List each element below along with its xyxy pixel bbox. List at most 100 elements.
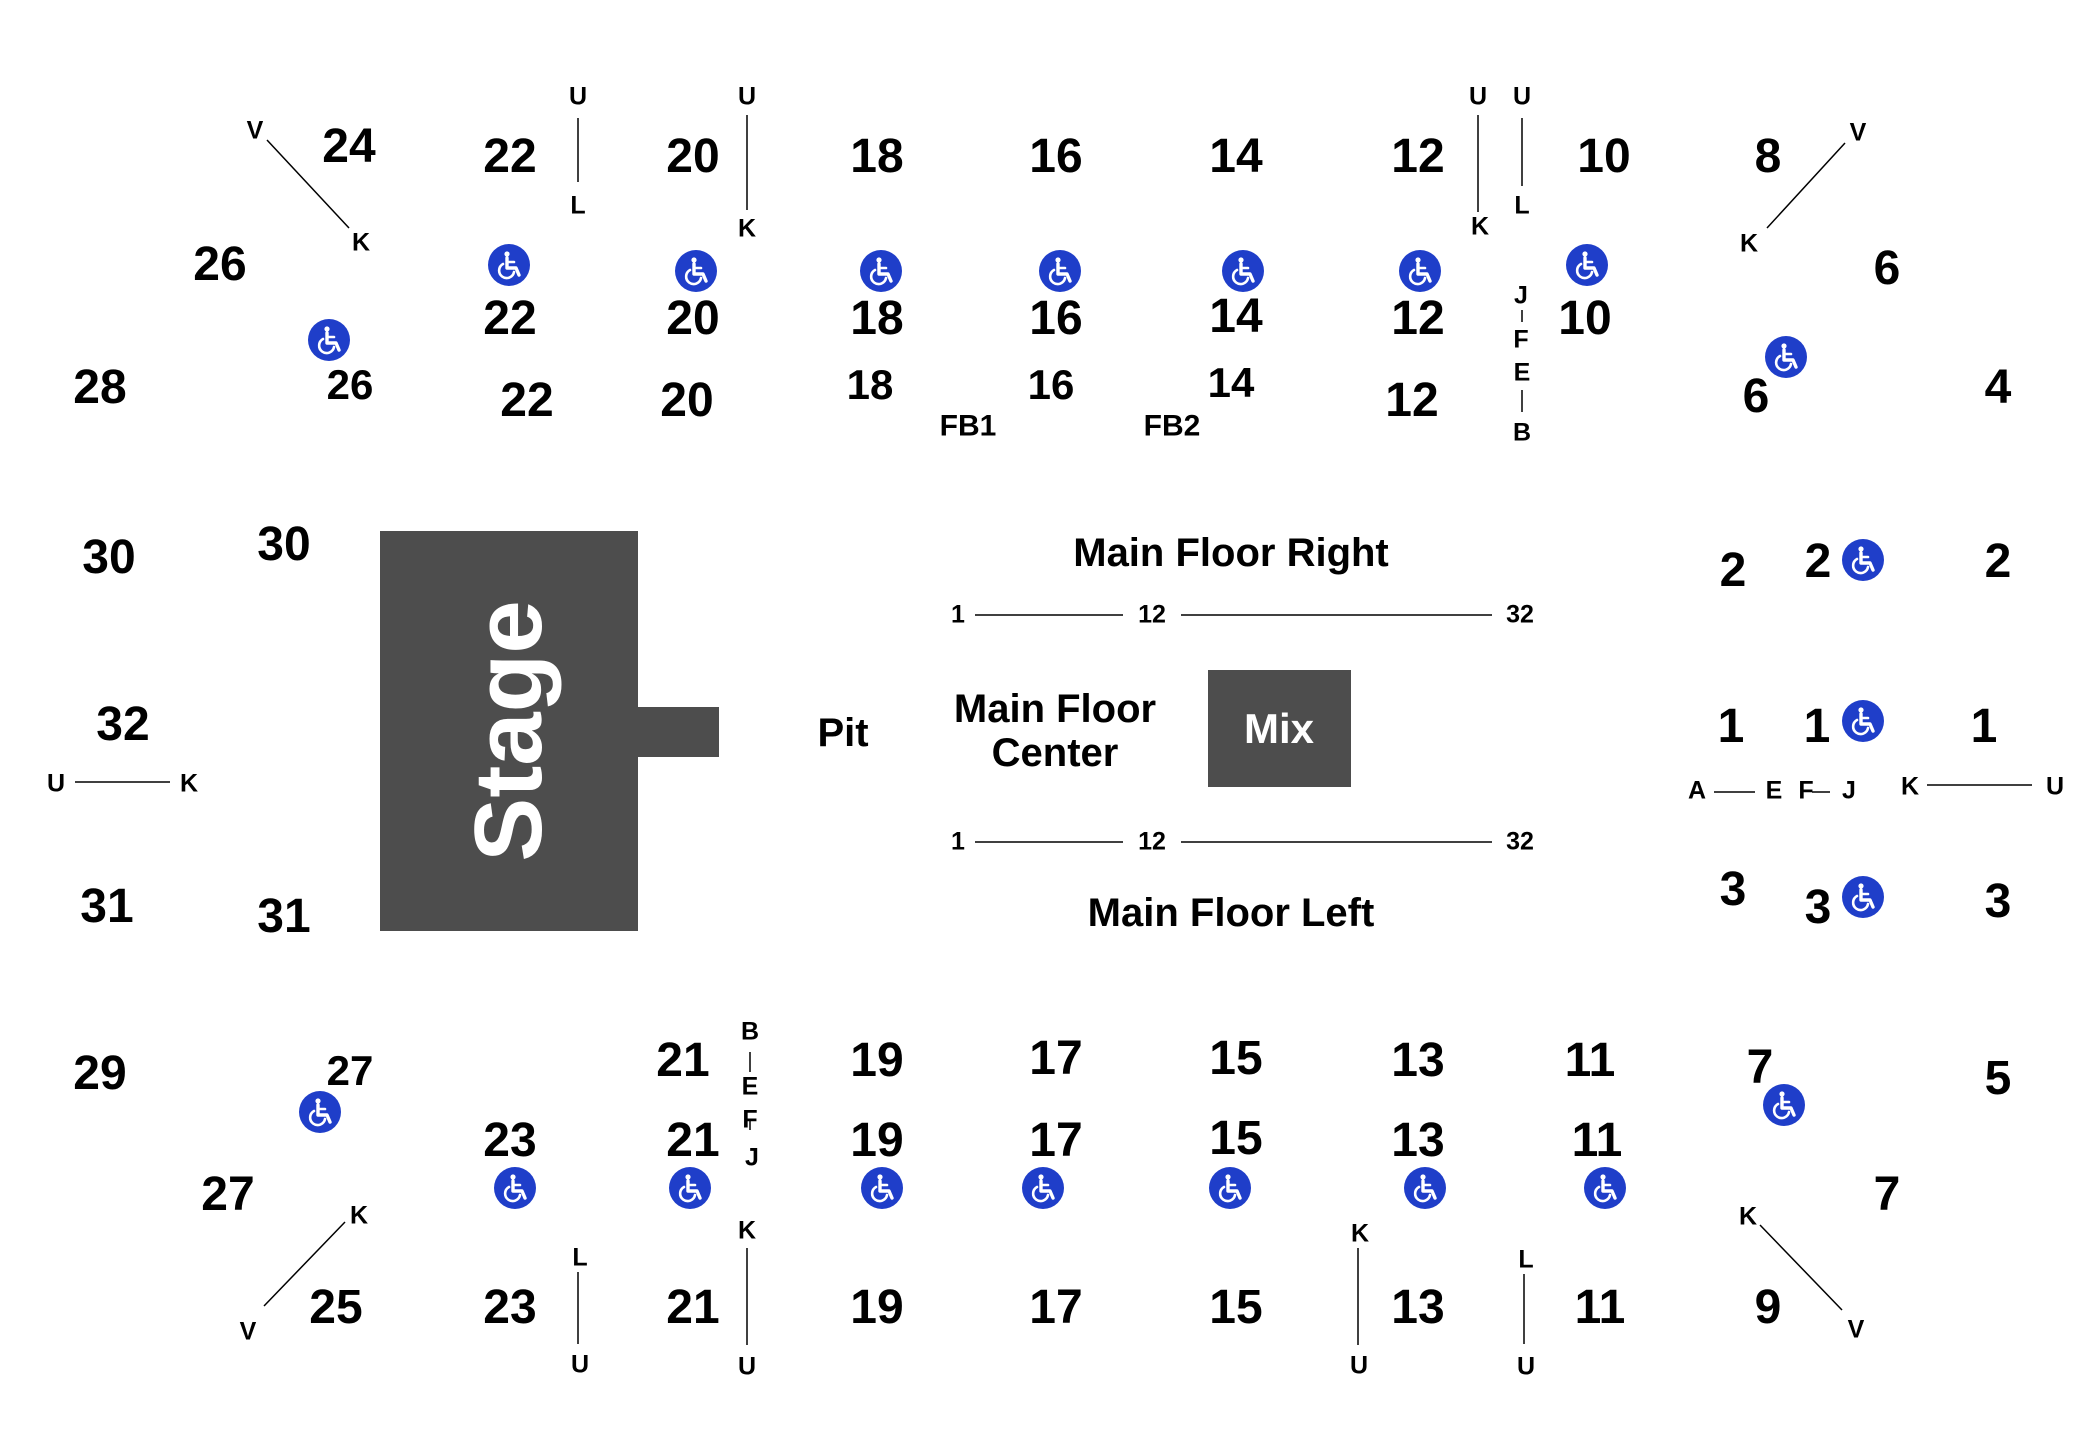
section-16[interactable]: 16 <box>1029 130 1083 183</box>
row-marker: J <box>1514 281 1528 310</box>
section-27[interactable]: 27 <box>201 1168 255 1221</box>
section-23[interactable]: 23 <box>483 1281 537 1334</box>
wheelchair-icon <box>308 319 350 361</box>
section-1[interactable]: 1 <box>1717 700 1745 753</box>
row-marker: K <box>737 214 757 243</box>
floor-right-seat-end: 32 <box>1506 600 1534 629</box>
section-26[interactable]: 26 <box>326 361 374 408</box>
section-18[interactable]: 18 <box>850 130 904 183</box>
stage-label: Stage <box>455 600 562 862</box>
section-20[interactable]: 20 <box>666 292 720 345</box>
section-28[interactable]: 28 <box>73 361 127 414</box>
section-2[interactable]: 2 <box>1984 535 2012 588</box>
wheelchair-icon <box>1584 1167 1626 1209</box>
section-13[interactable]: 13 <box>1391 1034 1445 1087</box>
section-4[interactable]: 4 <box>1984 361 2012 414</box>
section-25[interactable]: 25 <box>309 1281 363 1334</box>
section-8[interactable]: 8 <box>1754 130 1782 183</box>
wheelchair-icon <box>1022 1167 1064 1209</box>
section-14[interactable]: 14 <box>1209 290 1263 343</box>
wheelchair-icon <box>1566 244 1608 286</box>
field-box-1[interactable]: FB1 <box>939 409 997 443</box>
section-6[interactable]: 6 <box>1873 242 1901 295</box>
section-22[interactable]: 22 <box>483 292 537 345</box>
section-21[interactable]: 21 <box>666 1114 720 1167</box>
section-19[interactable]: 19 <box>850 1281 904 1334</box>
section-18[interactable]: 18 <box>846 361 894 408</box>
section-10[interactable]: 10 <box>1558 292 1612 345</box>
section-19[interactable]: 19 <box>850 1034 904 1087</box>
section-12[interactable]: 12 <box>1391 292 1445 345</box>
section-3[interactable]: 3 <box>1804 881 1832 934</box>
section-3[interactable]: 3 <box>1719 863 1747 916</box>
section-22[interactable]: 22 <box>500 374 554 427</box>
section-20[interactable]: 20 <box>660 374 714 427</box>
section-30[interactable]: 30 <box>257 518 311 571</box>
section-18[interactable]: 18 <box>850 292 904 345</box>
section-26[interactable]: 26 <box>193 238 247 291</box>
section-13[interactable]: 13 <box>1391 1281 1445 1334</box>
section-29[interactable]: 29 <box>73 1047 127 1100</box>
section-2[interactable]: 2 <box>1804 535 1832 588</box>
section-14[interactable]: 14 <box>1209 130 1263 183</box>
wheelchair-icon <box>1222 250 1264 292</box>
section-2[interactable]: 2 <box>1719 544 1747 597</box>
section-12[interactable]: 12 <box>1391 130 1445 183</box>
wheelchair-icon <box>1842 539 1884 581</box>
section-15[interactable]: 15 <box>1209 1032 1263 1085</box>
section-22[interactable]: 22 <box>483 130 537 183</box>
row-marker: J <box>1842 776 1856 805</box>
section-3[interactable]: 3 <box>1984 875 2012 928</box>
section-20[interactable]: 20 <box>666 130 720 183</box>
section-16[interactable]: 16 <box>1029 292 1083 345</box>
section-7[interactable]: 7 <box>1873 1168 1901 1221</box>
section-12[interactable]: 12 <box>1385 374 1439 427</box>
section-1[interactable]: 1 <box>1803 700 1831 753</box>
section-31[interactable]: 31 <box>80 880 134 933</box>
row-marker: K <box>1350 1219 1370 1248</box>
row-marker: U <box>1468 82 1488 111</box>
section-11[interactable]: 11 <box>1571 1114 1623 1167</box>
main-floor-center-label: Main Floor Center <box>953 687 1157 775</box>
row-marker: F <box>1513 325 1529 354</box>
section-32[interactable]: 32 <box>96 698 150 751</box>
floor-left-seat-mid: 12 <box>1138 827 1166 856</box>
floor-right-seat-mid: 12 <box>1138 600 1166 629</box>
section-1[interactable]: 1 <box>1970 700 1998 753</box>
wheelchair-icon <box>488 244 530 286</box>
section-15[interactable]: 15 <box>1209 1281 1263 1334</box>
section-7[interactable]: 7 <box>1746 1041 1774 1094</box>
section-17[interactable]: 17 <box>1029 1032 1083 1085</box>
section-27[interactable]: 27 <box>326 1047 374 1094</box>
section-21[interactable]: 21 <box>666 1281 720 1334</box>
wheelchair-icon <box>494 1167 536 1209</box>
field-box-2[interactable]: FB2 <box>1143 409 1201 443</box>
section-5[interactable]: 5 <box>1984 1052 2012 1105</box>
row-marker: U <box>737 1352 757 1381</box>
floor-left-seat-end: 32 <box>1506 827 1534 856</box>
section-17[interactable]: 17 <box>1029 1114 1083 1167</box>
row-marker: U <box>568 82 588 111</box>
section-11[interactable]: 11 <box>1574 1281 1626 1334</box>
section-30[interactable]: 30 <box>82 531 136 584</box>
wheelchair-icon <box>299 1091 341 1133</box>
section-16[interactable]: 16 <box>1027 361 1075 408</box>
section-11[interactable]: 11 <box>1564 1034 1616 1087</box>
section-13[interactable]: 13 <box>1391 1114 1445 1167</box>
section-21[interactable]: 21 <box>656 1034 710 1087</box>
row-marker: K <box>1739 229 1759 258</box>
section-9[interactable]: 9 <box>1754 1281 1782 1334</box>
section-24[interactable]: 24 <box>322 120 376 173</box>
row-marker: U <box>737 82 757 111</box>
row-marker: E <box>741 1072 759 1101</box>
row-marker: V <box>1847 1315 1865 1344</box>
section-10[interactable]: 10 <box>1577 130 1631 183</box>
wheelchair-icon <box>1842 700 1884 742</box>
section-6[interactable]: 6 <box>1742 370 1770 423</box>
section-14[interactable]: 14 <box>1207 359 1255 406</box>
section-19[interactable]: 19 <box>850 1114 904 1167</box>
section-15[interactable]: 15 <box>1209 1112 1263 1165</box>
section-17[interactable]: 17 <box>1029 1281 1083 1334</box>
section-23[interactable]: 23 <box>483 1114 537 1167</box>
section-31[interactable]: 31 <box>257 890 311 943</box>
